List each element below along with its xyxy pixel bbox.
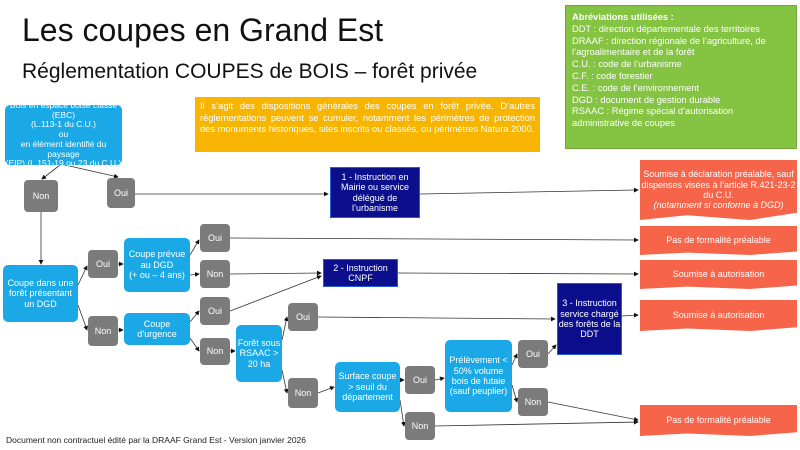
instruction-1-box: 1 - Instruction en Mairie ou service dél… — [330, 167, 420, 218]
ebc-question-box: Bois en espace boisé classé (EBC) (L.113… — [5, 99, 122, 169]
prevue-no: Non — [200, 260, 230, 288]
outcome-no-formality: Pas de formalité préalable — [640, 226, 797, 255]
foret-dgd-box: Coupe dans une forêt présentant un DGD — [3, 265, 78, 322]
surface-no: Non — [405, 412, 435, 440]
page-subtitle: Réglementation COUPES de BOIS – forêt pr… — [22, 60, 478, 83]
coupe-urgence-box: Coupe d’urgence — [124, 313, 190, 345]
abbr-item: C.E. : code de l’environnement — [572, 82, 700, 93]
urgence-no: Non — [200, 338, 230, 365]
outcome-note: (notamment si conforme à DGD) — [653, 200, 784, 211]
abbr-item: C.U. : code de l’urbanisme — [572, 59, 682, 70]
outcome-text: Soumise à déclaration préalable, sauf di… — [641, 169, 796, 200]
instruction-3-box: 3 - Instruction service chargé des forêt… — [557, 283, 622, 355]
coupe-prevue-box: Coupe prévue au DGD (+ ou – 4 ans) — [124, 238, 190, 292]
outcome-authorisation: Soumise à autorisation — [640, 300, 797, 331]
surface-box: Surface coupe > seuil du département — [335, 362, 400, 412]
prelevement-yes: Oui — [518, 340, 548, 368]
dgd-yes: Oui — [88, 250, 118, 278]
abbreviations-heading: Abréviations utilisées : — [572, 12, 674, 22]
abbr-item: RSAAC : Régime spécial d’autorisation ad… — [572, 106, 734, 129]
surface-yes: Oui — [405, 366, 435, 394]
ebc-no: Non — [24, 180, 58, 212]
dgd-no: Non — [88, 316, 118, 346]
urgence-yes: Oui — [200, 297, 230, 325]
outcome-declaration: Soumise à déclaration préalable, sauf di… — [640, 160, 797, 220]
page-title: Les coupes en Grand Est — [22, 12, 384, 48]
prevue-yes: Oui — [200, 224, 230, 252]
outcome-authorisation: Soumise à autorisation — [640, 260, 797, 289]
note-box: Il s’agit des dispositions générales des… — [195, 97, 540, 152]
abbr-item: DRAAF : direction régionale de l’agricul… — [572, 35, 766, 58]
instruction-2-box: 2 - Instruction CNPF — [323, 259, 398, 287]
footer-note: Document non contractuel édité par la DR… — [6, 435, 307, 445]
abbr-item: DGD : document de gestion durable — [572, 94, 721, 105]
prelevement-box: Prélèvement < 50% volume bois de futaie … — [445, 340, 512, 412]
ebc-yes: Oui — [107, 178, 135, 208]
outcome-no-formality: Pas de formalité préalable — [640, 405, 797, 436]
abbreviations-box: Abréviations utilisées : DDT : direction… — [565, 5, 797, 149]
rsaac-box: Forêt sous RSAAC > 20 ha — [236, 325, 282, 382]
abbr-item: C.F. : code forestier — [572, 70, 653, 81]
rsaac-yes: Oui — [288, 303, 318, 331]
abbr-item: DDT : direction départementale des terri… — [572, 23, 760, 34]
prelevement-no: Non — [518, 388, 548, 416]
rsaac-no: Non — [288, 378, 318, 408]
